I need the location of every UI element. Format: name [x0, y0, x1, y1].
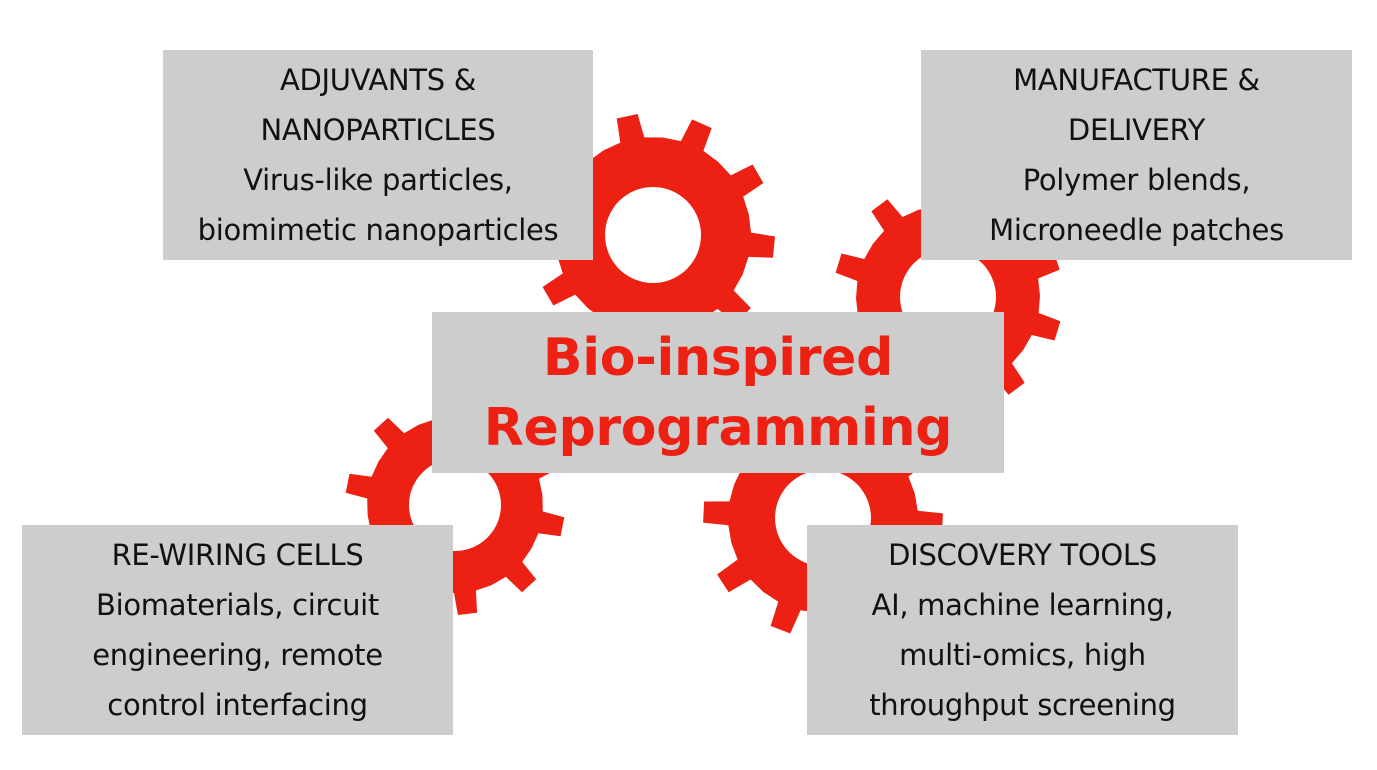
box-text: multi-omics, high	[899, 638, 1146, 672]
box-title: DELIVERY	[1067, 113, 1206, 147]
manufacture-delivery-box: MANUFACTURE & DELIVERY Polymer blends, M…	[921, 50, 1352, 260]
box-text: Virus-like particles,	[243, 163, 513, 197]
adjuvants-nanoparticles-box: ADJUVANTS & NANOPARTICLES Virus-like par…	[163, 50, 593, 260]
box-text: biomimetic nanoparticles	[197, 213, 559, 247]
box-text: Biomaterials, circuit	[95, 588, 380, 622]
box-text: control interfacing	[107, 688, 368, 722]
center-title-line1: Bio-inspired	[542, 327, 894, 388]
central-title-box: Bio-inspired Reprogramming	[432, 312, 1004, 473]
box-title: ADJUVANTS &	[279, 63, 477, 97]
rewiring-cells-box: RE-WIRING CELLS Biomaterials, circuit en…	[22, 525, 453, 735]
center-title-line2: Reprogramming	[483, 397, 953, 458]
box-text: AI, machine learning,	[871, 588, 1174, 622]
box-text: Microneedle patches	[989, 213, 1284, 247]
box-title: NANOPARTICLES	[260, 113, 496, 147]
box-text: engineering, remote	[92, 638, 383, 672]
discovery-tools-box: DISCOVERY TOOLS AI, machine learning, mu…	[807, 525, 1238, 735]
box-title: DISCOVERY TOOLS	[888, 538, 1157, 572]
box-text: throughput screening	[869, 688, 1176, 722]
box-title: MANUFACTURE &	[1013, 63, 1260, 97]
box-title: RE-WIRING CELLS	[111, 538, 364, 572]
box-text: Polymer blends,	[1022, 163, 1251, 197]
